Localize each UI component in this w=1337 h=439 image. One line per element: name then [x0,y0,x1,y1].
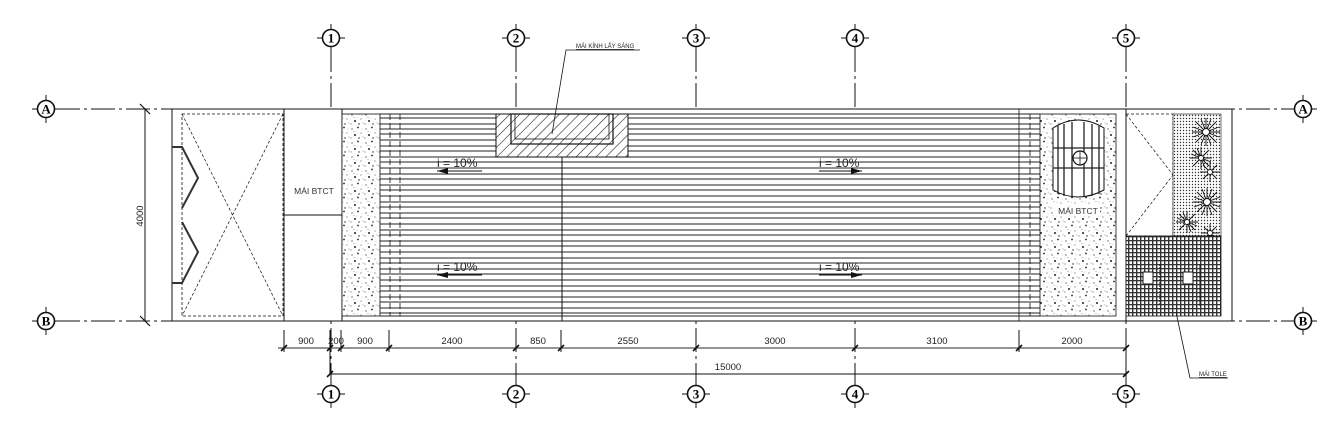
shrub-icons [1176,118,1221,242]
axis-bubble-2-top: 2 [502,24,530,52]
axis-bubble-3-top: 3 [682,24,710,52]
svg-text:3: 3 [693,31,700,46]
axis-bubbles-bottom: 1 2 3 4 5 [317,380,1140,408]
slope-bottom-right: i = 10% [819,260,862,278]
dim-2550: 2550 [617,336,638,347]
svg-text:i = 10%: i = 10% [819,260,860,274]
svg-text:2: 2 [513,31,520,46]
svg-text:i = 10%: i = 10% [437,156,478,170]
svg-text:4: 4 [852,387,859,402]
rc-roof-left-label: MÁI BTCT [294,186,334,196]
svg-text:A: A [1298,102,1308,117]
rc-roof-right-label: MÁI BTCT [1058,206,1098,216]
arrow-left-icon [437,272,448,278]
axis-bubble-A-left: A [32,95,60,123]
slope-top-right: i = 10% [819,156,862,174]
dim-3000: 3000 [764,336,785,347]
slope-bottom-left: i = 10% [437,260,482,278]
metal-roof-label: MÁI TOLE [1199,371,1227,378]
axis-bubble-A-right: A [1289,95,1317,123]
svg-text:1: 1 [328,31,335,46]
dim-200: 200 [328,336,344,347]
svg-text:3: 3 [693,387,700,402]
axis-bubble-3-bottom: 3 [682,380,710,408]
garden-and-tole-roof: MÁI TOLE [1125,108,1233,379]
overall-length-dimension: 15000 [715,362,741,373]
svg-text:B: B [1299,314,1308,329]
rc-roof-left: MÁI BTCT [283,108,343,322]
axis-bubble-5-top: 5 [1112,24,1140,52]
svg-text:1: 1 [328,387,335,402]
dim-3100: 3100 [926,336,947,347]
skylight: MÁI KÍNH LẤY SÁNG [495,43,640,158]
svg-text:B: B [42,314,51,329]
axis-bubble-4-top: 4 [841,24,869,52]
dim-2400: 2400 [441,336,462,347]
axis-bubble-1-top: 1 [317,24,345,52]
svg-text:i = 10%: i = 10% [819,156,860,170]
arrow-right-icon [851,168,862,174]
height-dimension: 4000 [135,103,151,327]
axis-bubbles-horizontal: A B A B [32,95,1317,335]
water-tank [1052,119,1105,198]
svg-text:A: A [41,102,51,117]
svg-text:2: 2 [513,387,520,402]
dim-2000: 2000 [1061,336,1082,347]
main-roof [341,108,1127,322]
slope-top-left: i = 10% [437,156,482,174]
axis-bubble-1-bottom: 1 [317,380,345,408]
axis-bubble-B-right: B [1289,307,1317,335]
dim-850: 850 [530,336,546,347]
axis-bubbles-top: 1 2 3 4 5 [317,24,1140,52]
axis-bubble-5-bottom: 5 [1112,380,1140,408]
height-dimension-text: 4000 [135,205,146,226]
svg-text:i = 10%: i = 10% [437,260,478,274]
svg-text:5: 5 [1123,31,1130,46]
slope-annotations: i = 10% i = 10% i = 10% i = 10% [437,156,862,278]
svg-text:5: 5 [1123,387,1130,402]
svg-text:4: 4 [852,31,859,46]
dim-900-b: 900 [357,336,373,347]
dim-900-a: 900 [298,336,314,347]
axis-bubble-B-left: B [32,307,60,335]
axis-bubble-2-bottom: 2 [502,380,530,408]
rc-roof-right: MÁI BTCT [1039,113,1117,317]
dimension-chain: 900 200 900 2400 850 2550 3000 3100 2000… [278,330,1130,378]
arrow-right-icon [851,272,862,278]
arrow-left-icon [437,168,448,174]
axis-bubble-4-bottom: 4 [841,380,869,408]
skylight-label: MÁI KÍNH LẤY SÁNG [576,43,635,50]
stair-void-block [171,108,285,322]
